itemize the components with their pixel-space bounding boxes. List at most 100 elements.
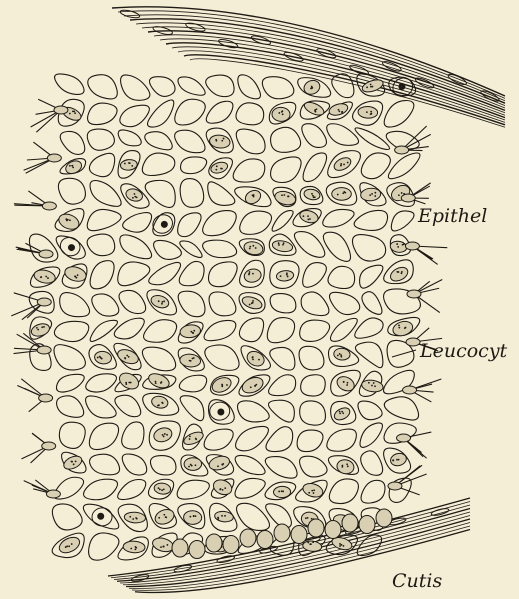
- chromatin-dot: [307, 542, 309, 544]
- chromatin-dot: [374, 385, 376, 387]
- basal-cell-nucleus: [274, 524, 290, 542]
- cell-nucleus: [302, 100, 325, 118]
- chromatin-dot: [311, 490, 313, 492]
- cell-nucleus: [124, 511, 146, 523]
- epithelial-cell-outline: [52, 504, 82, 530]
- chromatin-dot: [162, 402, 164, 404]
- epithelial-cell-outline: [323, 232, 350, 261]
- epithelial-cell-outline: [391, 211, 414, 231]
- epithelial-cell-outline: [323, 209, 354, 227]
- chromatin-dot: [310, 543, 312, 545]
- chromatin-dot: [190, 331, 192, 333]
- chromatin-dot: [312, 195, 314, 197]
- chromatin-dot: [159, 489, 161, 491]
- epithelial-cell-outline: [272, 210, 293, 231]
- chromatin-dot: [40, 276, 42, 278]
- chromatin-dot: [281, 194, 283, 196]
- chromatin-dot: [75, 461, 77, 463]
- epithelial-cell-outline: [237, 401, 269, 422]
- cell-nucleus: [332, 188, 352, 201]
- chromatin-dot: [340, 356, 342, 358]
- label-pointer-lines: [392, 350, 416, 357]
- chromatin-dot: [374, 195, 376, 197]
- chromatin-dot: [282, 491, 284, 493]
- chromatin-dot: [286, 272, 288, 274]
- chromatin-dot: [398, 327, 400, 329]
- chromatin-dot: [69, 165, 71, 167]
- chromatin-dot: [69, 219, 71, 221]
- epithelial-cell-outline: [121, 75, 150, 100]
- basal-cell-nucleus: [291, 526, 307, 544]
- stellate-cell-nucleus: [54, 106, 68, 114]
- chromatin-dot: [366, 86, 368, 88]
- epithelial-cell-outline: [262, 77, 294, 99]
- chromatin-dot: [398, 459, 400, 461]
- epithelial-cell-outline: [92, 294, 119, 316]
- chromatin-dot: [161, 381, 163, 383]
- chromatin-dot: [373, 382, 375, 384]
- chromatin-dot: [43, 326, 45, 328]
- chromatin-dot: [131, 165, 133, 167]
- stellate-cell-nucleus: [47, 154, 61, 162]
- chromatin-dot: [163, 489, 165, 491]
- epithelial-cell-outline: [388, 153, 420, 179]
- chromatin-dot: [189, 438, 191, 440]
- epithelial-cell-outline: [233, 159, 265, 182]
- chromatin-dot: [216, 165, 218, 167]
- epithelial-cell-outline: [54, 321, 88, 341]
- epithelial-cell-outline: [203, 211, 237, 236]
- epithelial-cell-outline: [361, 480, 385, 503]
- chromatin-dot: [339, 411, 341, 413]
- epithelial-cell-outline: [270, 294, 296, 313]
- chromatin-dot: [71, 543, 73, 545]
- chromatin-dot: [134, 193, 136, 195]
- chromatin-dot: [368, 382, 370, 384]
- chromatin-dot: [101, 358, 103, 360]
- chromatin-dot: [249, 271, 251, 273]
- stellate-cell-nucleus: [395, 146, 409, 154]
- chromatin-dot: [192, 332, 194, 334]
- chromatin-dot: [314, 109, 316, 111]
- chromatin-dot: [136, 196, 138, 198]
- cell-nucleus: [57, 534, 82, 556]
- chromatin-dot: [338, 109, 340, 111]
- chromatin-dot: [278, 244, 280, 246]
- chromatin-dot: [398, 194, 400, 196]
- stellate-cell-nucleus: [406, 338, 420, 346]
- chromatin-dot: [252, 300, 254, 302]
- chromatin-dot: [223, 138, 225, 140]
- chromatin-dot: [74, 112, 76, 114]
- epithelial-cell-outline: [57, 396, 84, 418]
- cell-nucleus: [184, 458, 202, 471]
- chromatin-dot: [189, 360, 191, 362]
- chromatin-dot: [215, 169, 217, 171]
- chromatin-dot: [342, 465, 344, 467]
- epithelial-cell-outline: [236, 103, 264, 125]
- chromatin-dot: [343, 381, 345, 383]
- epithelial-cell-outline: [86, 396, 117, 418]
- stellate-cell-nucleus: [39, 250, 53, 258]
- epithelial-cell-outline: [181, 157, 207, 174]
- epithelial-cell-outline: [355, 128, 389, 150]
- fiber-nucleus: [480, 89, 501, 103]
- epithelial-cell-outline: [88, 75, 118, 99]
- chromatin-dot: [311, 518, 313, 520]
- chromatin-dot: [124, 357, 126, 359]
- epithelial-cell-outline: [177, 480, 209, 499]
- chromatin-dot: [253, 194, 255, 196]
- cell-nucleus: [211, 477, 234, 497]
- chromatin-dot: [308, 492, 310, 494]
- epithelial-cell-outline: [303, 263, 327, 288]
- basal-cell-nucleus: [206, 534, 222, 552]
- chromatin-dot: [282, 244, 284, 246]
- epithelial-cell-outline: [55, 74, 84, 95]
- chromatin-dot: [313, 489, 315, 491]
- chromatin-dot: [135, 547, 137, 549]
- chromatin-dot: [67, 219, 69, 221]
- leucocyte-core: [161, 221, 167, 227]
- epithelial-cell-outline: [144, 320, 177, 343]
- chromatin-dot: [339, 110, 341, 112]
- cell-nucleus: [335, 374, 357, 394]
